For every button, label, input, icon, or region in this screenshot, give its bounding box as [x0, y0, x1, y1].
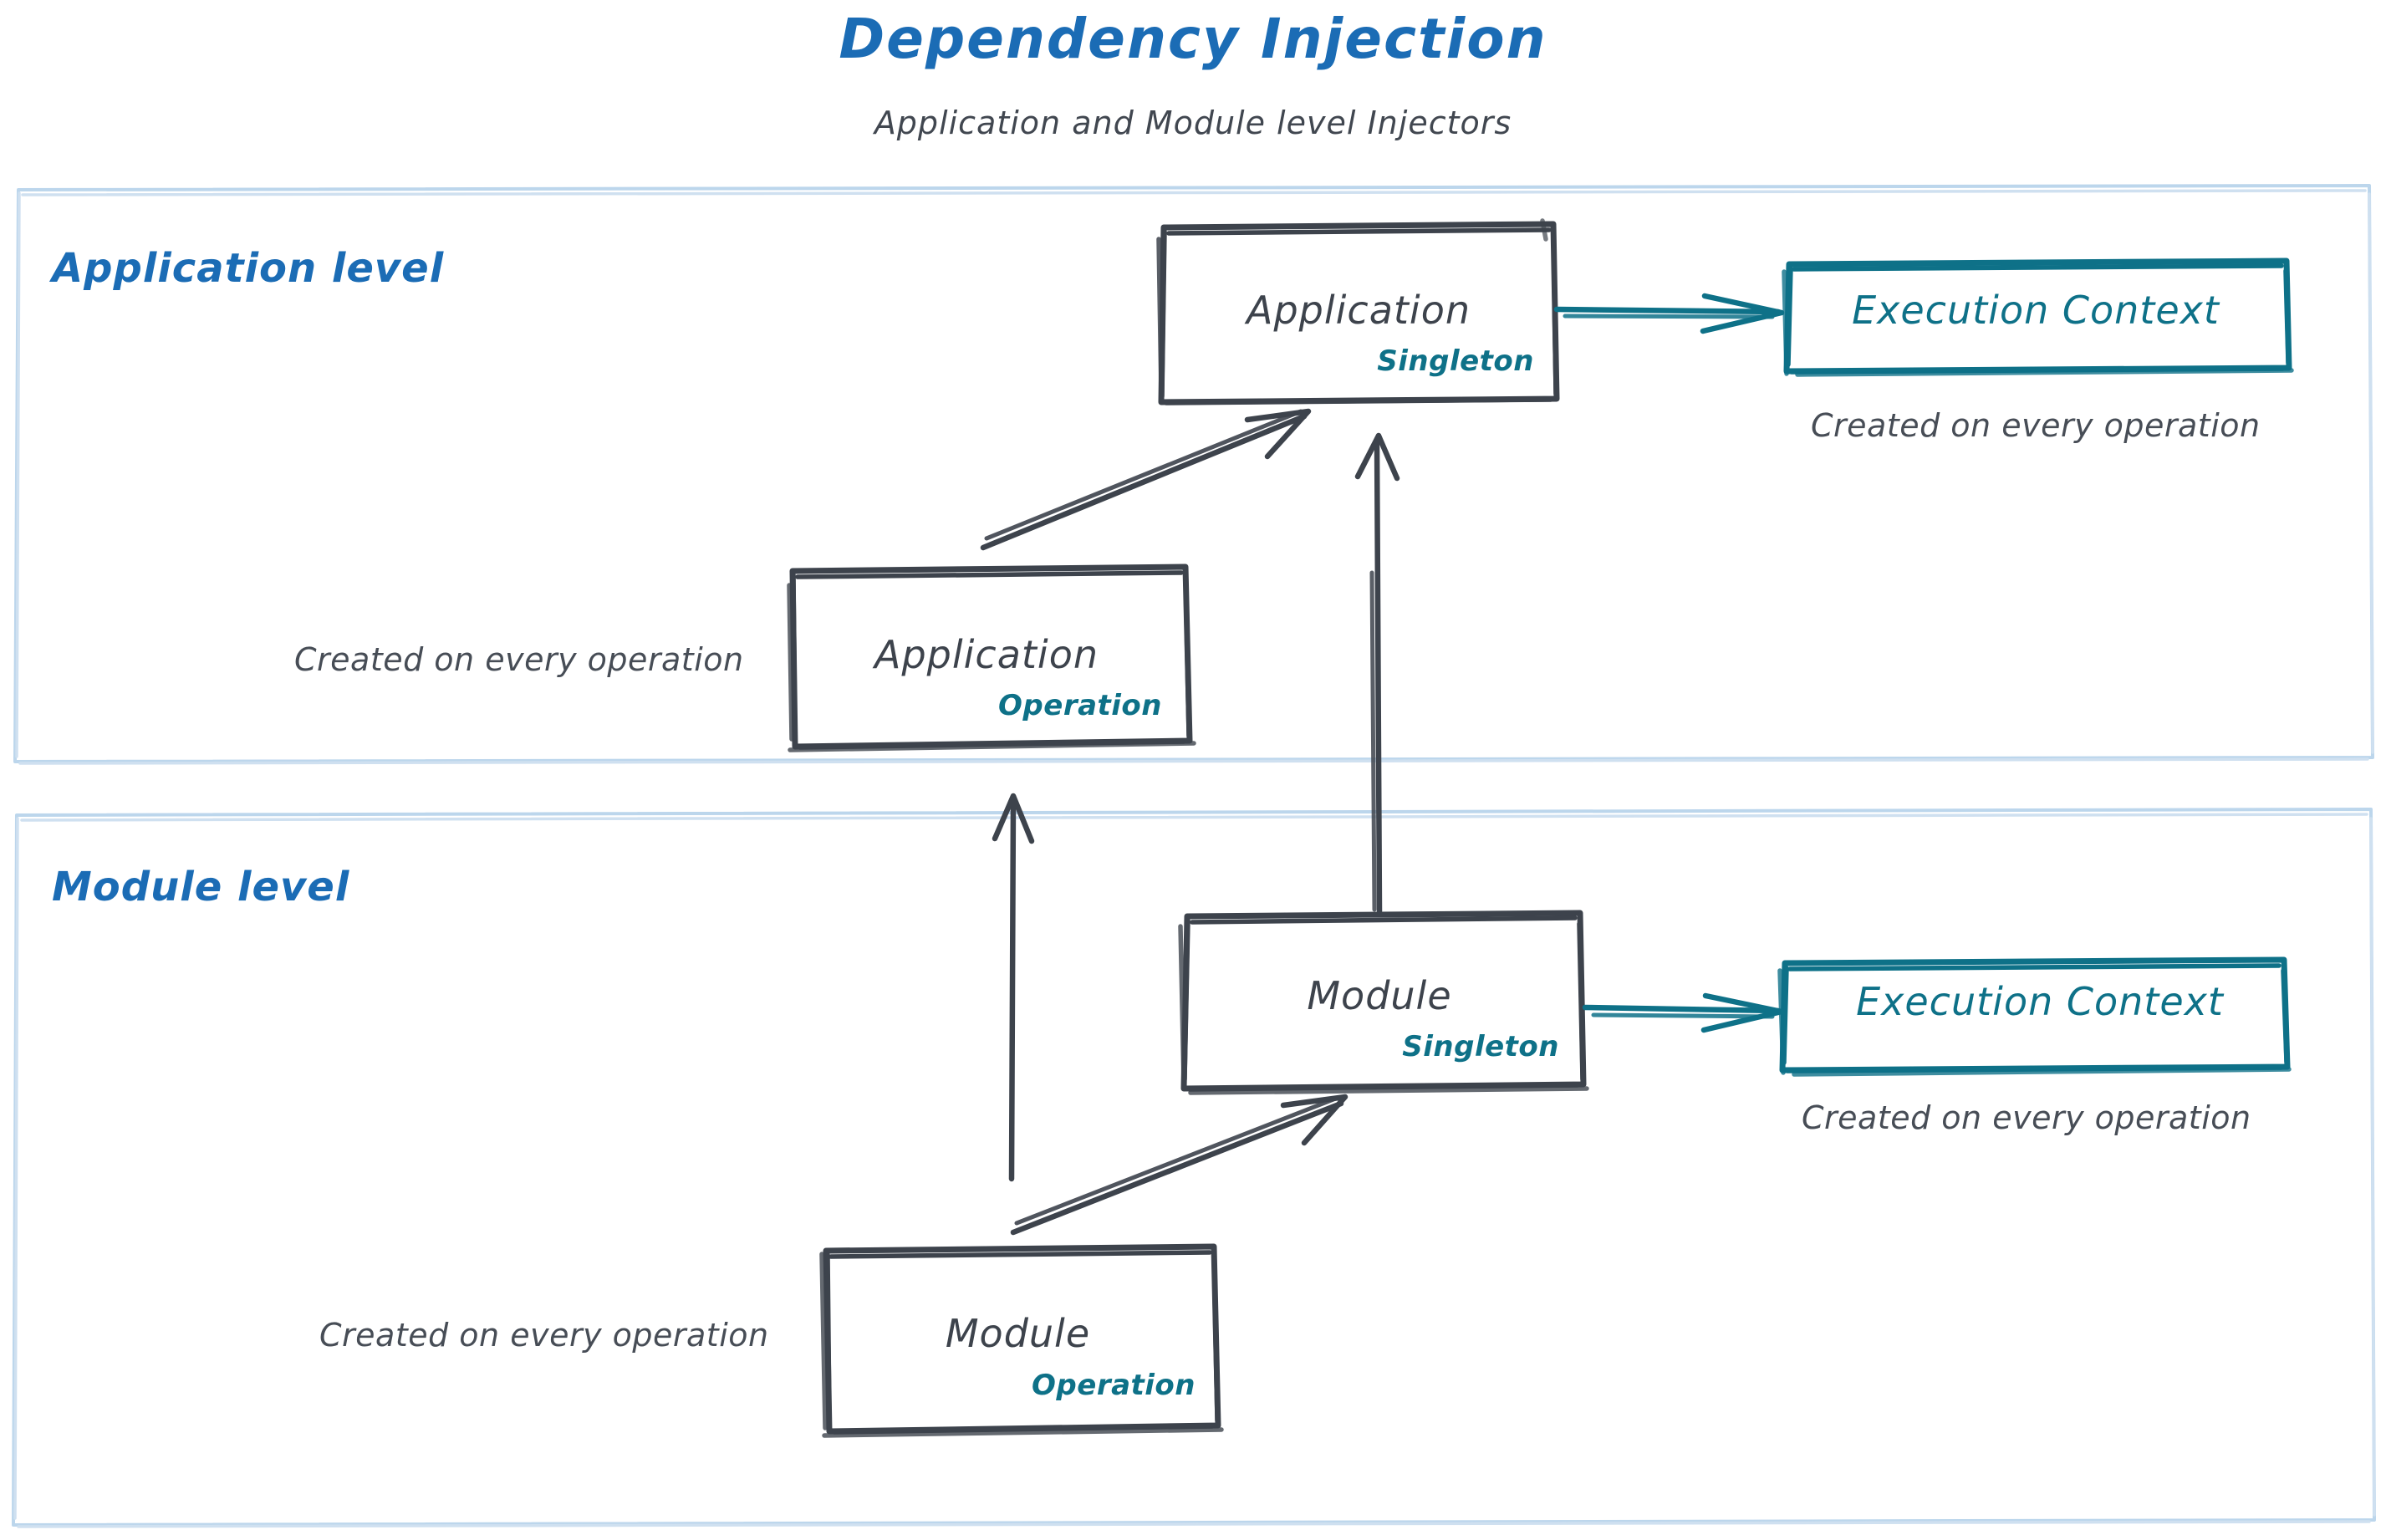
- page-title: Dependency Injection: [839, 7, 1547, 71]
- edge-app-singleton-to-execution-context: [1553, 293, 1785, 334]
- edge-module-operation-to-module-singleton: [1010, 1094, 1348, 1236]
- node-module-singleton-scope: Singleton: [1402, 1030, 1559, 1063]
- note-execution-context-module: Created on every operation: [1802, 1099, 2251, 1136]
- note-execution-context-app: Created on every operation: [1811, 407, 2261, 444]
- lane-module-border: [12, 808, 2376, 1528]
- node-application-singleton-title[interactable]: Application: [1246, 288, 1471, 333]
- edge-module-operation-to-app-operation: [992, 793, 1035, 1182]
- node-module-operation-scope: Operation: [1032, 1369, 1196, 1402]
- edge-module-singleton-to-app-singleton: [1354, 432, 1400, 915]
- note-application-operation: Created on every operation: [294, 641, 744, 678]
- node-execution-context-module-title[interactable]: Execution Context: [1856, 979, 2224, 1024]
- page-subtitle: Application and Module level Injectors: [874, 105, 1512, 141]
- lane-label-module: Module level: [52, 864, 350, 910]
- edge-module-singleton-to-execution-context: [1582, 992, 1785, 1033]
- node-module-operation-title[interactable]: Module: [945, 1311, 1091, 1356]
- note-module-operation: Created on every operation: [319, 1317, 769, 1354]
- node-application-singleton-scope: Singleton: [1377, 344, 1534, 378]
- node-module-singleton-title[interactable]: Module: [1307, 973, 1452, 1018]
- lane-label-application: Application level: [52, 245, 445, 292]
- node-execution-context-app-title[interactable]: Execution Context: [1852, 288, 2220, 333]
- edge-app-operation-to-app-singleton: [980, 408, 1312, 551]
- node-application-operation-title[interactable]: Application: [874, 632, 1099, 677]
- node-application-operation-scope: Operation: [998, 689, 1162, 722]
